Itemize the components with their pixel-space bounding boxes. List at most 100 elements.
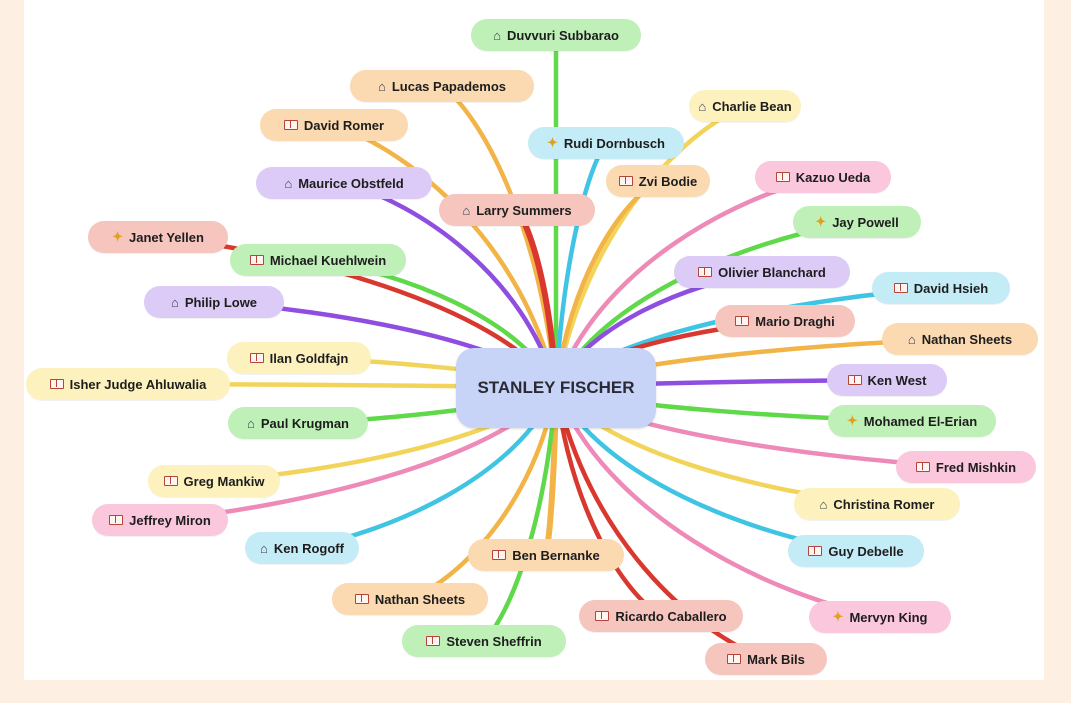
mind-map-node[interactable]: Zvi Bodie xyxy=(606,165,710,197)
node-label: Mohamed El-Erian xyxy=(863,413,978,429)
central-node-label: STANLEY FISCHER xyxy=(477,378,635,397)
mind-map-node[interactable]: Steven Sheffrin xyxy=(402,625,566,657)
book-icon xyxy=(163,476,178,486)
mind-map-node[interactable]: Ricardo Caballero xyxy=(579,600,743,632)
mind-map-node[interactable]: Mario Draghi xyxy=(715,305,855,337)
node-label: Zvi Bodie xyxy=(638,173,698,189)
mind-map-node[interactable]: ⌂ Maurice Obstfeld xyxy=(256,167,432,199)
book-icon xyxy=(727,654,742,664)
node-label: Ilan Goldfajn xyxy=(269,350,349,366)
node-label: Rudi Dornbusch xyxy=(563,135,665,151)
mind-map-node[interactable]: ⌂ Paul Krugman xyxy=(228,407,368,439)
book-icon xyxy=(735,316,750,326)
graduation-cap-icon: ⌂ xyxy=(819,496,828,512)
node-label: Duvvuri Subbarao xyxy=(506,27,619,43)
book-icon xyxy=(893,283,908,293)
node-label: Jay Powell xyxy=(832,214,899,230)
graduation-cap-icon: ⌂ xyxy=(493,27,501,43)
node-label: Janet Yellen xyxy=(128,229,204,245)
graduation-cap-icon: ⌂ xyxy=(284,175,293,191)
mind-map-node[interactable]: ⌂Larry Summers xyxy=(439,194,595,226)
mind-map-node[interactable]: ⌂ Lucas Papademos xyxy=(350,70,534,102)
graduation-cap-icon: ⌂ xyxy=(260,540,268,556)
node-label: Philip Lowe xyxy=(184,294,258,310)
book-icon xyxy=(808,546,823,556)
node-label: Kazuo Ueda xyxy=(795,169,871,185)
graduation-cap-icon: ⌂ xyxy=(377,78,386,94)
book-icon xyxy=(109,515,124,525)
book-icon xyxy=(618,176,633,186)
mind-map-node[interactable]: ✦ Mervyn King xyxy=(809,601,951,633)
handshake-icon: ✦ xyxy=(846,413,858,428)
node-label: David Hsieh xyxy=(913,280,989,296)
mind-map-node[interactable]: Ken West xyxy=(827,364,947,396)
node-label: Ben Bernanke xyxy=(512,547,600,563)
mind-map-node[interactable]: David Romer xyxy=(260,109,408,141)
node-label: Ken Rogoff xyxy=(273,540,344,556)
node-label: Paul Krugman xyxy=(260,415,349,431)
mind-map-node[interactable]: David Hsieh xyxy=(872,272,1010,304)
node-label: Jeffrey Miron xyxy=(129,512,211,528)
graduation-cap-icon: ⌂ xyxy=(247,415,255,431)
mind-map-node[interactable]: Jeffrey Miron xyxy=(92,504,228,536)
mind-map-node[interactable]: ⌂ Nathan Sheets xyxy=(882,323,1038,355)
mind-map-node[interactable]: ⌂ Ken Rogoff xyxy=(245,532,359,564)
mind-map-node[interactable]: ⌂ Charlie Bean xyxy=(689,90,801,122)
handshake-icon: ✦ xyxy=(815,214,827,229)
node-label: Maurice Obstfeld xyxy=(298,175,404,191)
node-label: Isher Judge Ahluwalia xyxy=(69,376,207,392)
mind-map-node[interactable]: Olivier Blanchard xyxy=(674,256,850,288)
book-icon xyxy=(698,267,713,277)
node-label: Nathan Sheets xyxy=(921,331,1013,347)
book-icon xyxy=(492,550,507,560)
mind-map-node[interactable]: Greg Mankiw xyxy=(148,465,280,497)
mind-map-node[interactable]: Nathan Sheets xyxy=(332,583,488,615)
mind-map-node[interactable]: ✦ Mohamed El-Erian xyxy=(828,405,996,437)
graduation-cap-icon: ⌂ xyxy=(907,331,916,347)
book-icon xyxy=(595,611,610,621)
node-label: Ricardo Caballero xyxy=(615,608,727,624)
book-icon xyxy=(283,120,298,130)
node-label: David Romer xyxy=(303,117,385,133)
book-icon xyxy=(49,379,64,389)
graduation-cap-icon: ⌂ xyxy=(170,294,179,310)
node-label: Ken West xyxy=(867,372,927,388)
mind-map-node[interactable]: Fred Mishkin xyxy=(896,451,1036,483)
central-node[interactable]: STANLEY FISCHER xyxy=(456,348,656,428)
node-label: Mario Draghi xyxy=(755,313,835,329)
book-icon xyxy=(775,172,790,182)
book-icon xyxy=(915,462,930,472)
node-label: Steven Sheffrin xyxy=(446,633,542,649)
mind-map-node[interactable]: Guy Debelle xyxy=(788,535,924,567)
mind-map-node[interactable]: ✦ Rudi Dornbusch xyxy=(528,127,684,159)
node-label: Charlie Bean xyxy=(712,98,792,114)
handshake-icon: ✦ xyxy=(832,609,844,624)
node-label: Guy Debelle xyxy=(828,543,904,559)
mind-map-node[interactable]: Mark Bils xyxy=(705,643,827,675)
node-label: Christina Romer xyxy=(833,496,935,512)
book-icon xyxy=(249,353,264,363)
handshake-icon: ✦ xyxy=(112,229,123,244)
mind-map-node[interactable]: Ilan Goldfajn xyxy=(227,342,371,374)
mind-map-node[interactable]: Michael Kuehlwein xyxy=(230,244,406,276)
mind-map-node[interactable]: Kazuo Ueda xyxy=(755,161,891,193)
node-label: Fred Mishkin xyxy=(935,459,1017,475)
mind-map-node[interactable]: ✦ Janet Yellen xyxy=(88,221,228,253)
book-icon xyxy=(426,636,441,646)
mind-map-node[interactable]: Ben Bernanke xyxy=(468,539,624,571)
node-label: Nathan Sheets xyxy=(374,591,466,607)
mind-map-node[interactable]: ⌂ Duvvuri Subbarao xyxy=(471,19,641,51)
mind-map-node[interactable]: ⌂ Christina Romer xyxy=(794,488,960,520)
mind-map-node[interactable]: ✦ Jay Powell xyxy=(793,206,921,238)
mind-map-node[interactable]: ⌂ Philip Lowe xyxy=(144,286,284,318)
node-label: Greg Mankiw xyxy=(183,473,265,489)
node-label: Larry Summers xyxy=(476,202,572,218)
node-label: Mervyn King xyxy=(849,609,928,625)
mind-map-node[interactable]: Isher Judge Ahluwalia xyxy=(26,368,230,400)
node-label: Lucas Papademos xyxy=(391,78,506,94)
graduation-cap-icon: ⌂ xyxy=(698,98,707,114)
book-icon xyxy=(249,255,264,265)
handshake-icon: ✦ xyxy=(546,135,558,150)
node-label: Michael Kuehlwein xyxy=(269,252,387,268)
book-icon xyxy=(354,594,369,604)
